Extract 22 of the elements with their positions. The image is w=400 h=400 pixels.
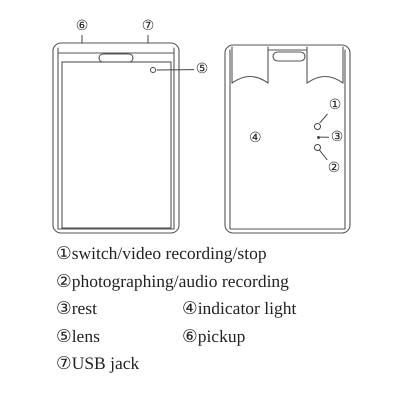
callout-number: ② xyxy=(326,160,342,177)
part-label: ③rest xyxy=(56,298,97,319)
callout-number: ③ xyxy=(329,129,345,146)
button-icon xyxy=(314,122,320,130)
leader-line xyxy=(156,69,194,70)
callout-number: ⑤ xyxy=(194,61,210,78)
button-icon xyxy=(314,144,320,150)
part-label: ⑤lens xyxy=(56,326,100,347)
part-label: ⑥pickup xyxy=(182,326,246,347)
dot-icon xyxy=(316,136,320,138)
leader-line xyxy=(319,114,328,124)
callout-number: ⑦ xyxy=(140,18,156,35)
leader-line xyxy=(319,150,328,160)
callout-number: ⑥ xyxy=(74,18,90,35)
callout-number: ① xyxy=(327,97,343,114)
part-label: ②photographing/audio recording xyxy=(56,271,289,292)
part-label: ④indicator light xyxy=(182,298,296,319)
leader-line xyxy=(320,136,330,138)
part-label: ①switch/video recording/stop xyxy=(56,243,267,264)
callout-number: ④ xyxy=(249,130,262,147)
lens-icon xyxy=(150,67,156,73)
part-label: ⑦USB jack xyxy=(56,353,140,374)
